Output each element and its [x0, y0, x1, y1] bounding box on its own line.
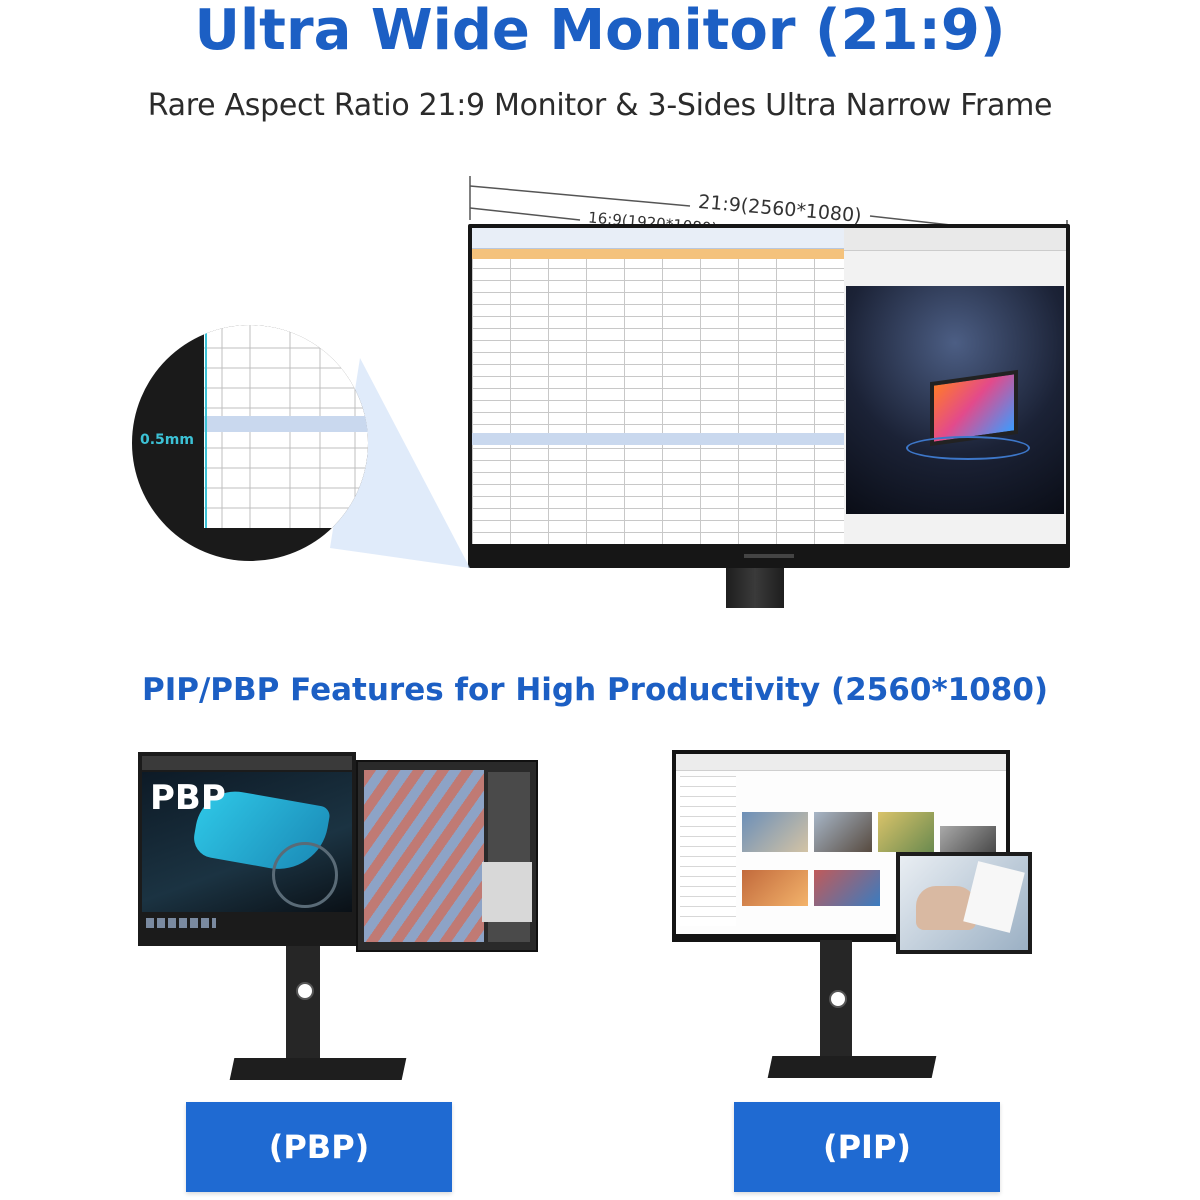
- galaxy-image: [846, 286, 1064, 514]
- pbp-monitor: PBP: [138, 752, 538, 952]
- features-title: PIP/PBP Features for High Productivity (…: [142, 672, 1049, 708]
- page-title: Ultra Wide Monitor (21:9): [194, 0, 1006, 63]
- pbp-stand-base: [229, 1058, 407, 1080]
- pip-inset-window: [896, 852, 1032, 954]
- ultrawide-monitor: [468, 224, 1070, 568]
- pip-stand-neck: [820, 940, 852, 1058]
- pip-stand-base: [767, 1056, 937, 1078]
- browser-window: [844, 228, 1066, 544]
- zoom-lens: [132, 325, 470, 568]
- pbp-mode-label: (PBP): [186, 1102, 452, 1192]
- bezel-width-label: 0.5mm: [140, 432, 194, 448]
- pip-monitor: [672, 750, 1010, 942]
- pbp-left-screen: PBP: [138, 752, 356, 946]
- pbp-right-screen: [356, 760, 538, 952]
- spreadsheet-window: [472, 228, 844, 544]
- monitor-stand-neck: [726, 568, 784, 608]
- page-subtitle: Rare Aspect Ratio 21:9 Monitor & 3-Sides…: [147, 88, 1053, 123]
- pip-mode-label: (PIP): [734, 1102, 1000, 1192]
- pbp-screen-text: PBP: [150, 778, 226, 818]
- pbp-stand-neck: [286, 946, 320, 1062]
